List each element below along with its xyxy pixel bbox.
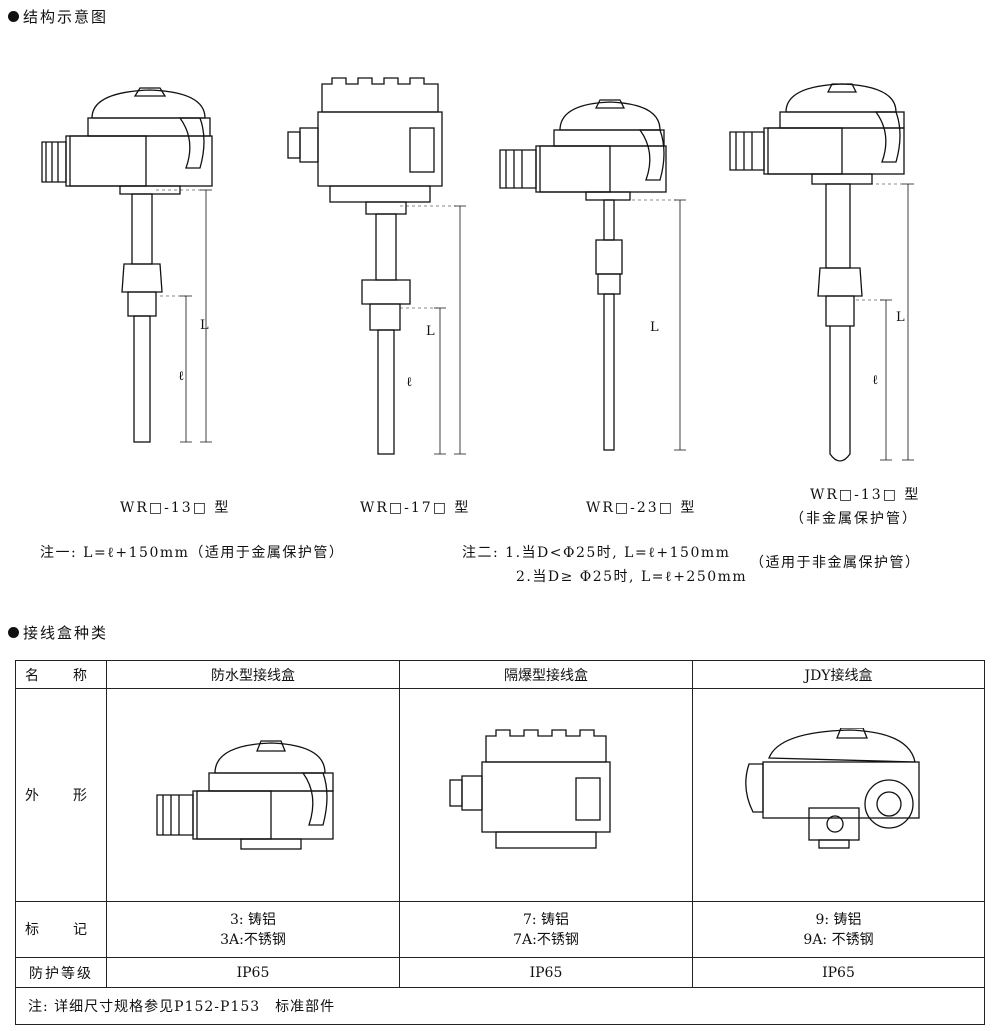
note-two-suffix: （适用于非金属保护管） (750, 555, 921, 571)
section-title-junction-box: 接线盒种类 (8, 622, 108, 643)
note-two-line1: 注二: 1.当D<Φ25时, L=ℓ+150mm (462, 545, 731, 561)
dim-label-L-1: L (200, 318, 211, 333)
table-footer-note: 注: 详细尺寸规格参见P152-P153 标准部件 (15, 987, 985, 1025)
junction-box-table: 名 称 防水型接线盒 隔爆型接线盒 JDY接线盒 外 形 (15, 660, 985, 1025)
sensor-wr17 (287, 77, 466, 455)
bullet-icon (8, 627, 19, 638)
table-header-row: 名 称 防水型接线盒 隔爆型接线盒 JDY接线盒 (15, 660, 985, 689)
bullet-icon (8, 11, 19, 22)
note-two-line2: 2.当D≥ Φ25时, L=ℓ+250mm (516, 569, 748, 585)
image-explosion-proof-box (399, 688, 693, 902)
structure-diagram (41, 77, 914, 462)
ip-explosion-proof: IP65 (399, 957, 693, 988)
section-title-structure: 结构示意图 (8, 6, 108, 27)
caption-wr17: WR□-17□ 型 (360, 500, 471, 516)
table-footer-row: 注: 详细尺寸规格参见P152-P153 标准部件 (15, 987, 985, 1025)
header-explosion-proof: 隔爆型接线盒 (399, 660, 693, 689)
header-jdy: JDY接线盒 (692, 660, 985, 689)
caption-nonmetal-sub: （非金属保护管） (790, 511, 918, 527)
dim-label-L-3: L (650, 320, 661, 335)
caption-wr13: WR□-13□ 型 (120, 500, 231, 516)
row-label-shape: 外 形 (15, 688, 107, 902)
row-label-mark: 标 记 (15, 901, 107, 958)
note-one: 注一: L=ℓ+150mm（适用于金属保护管） (40, 545, 345, 561)
caption-wr13-nonmetal: WR□-13□ 型 (810, 487, 921, 503)
dim-label-l-1: ℓ (178, 369, 187, 384)
image-waterproof-box (106, 688, 400, 902)
header-name: 名 称 (15, 660, 107, 689)
dim-label-l-4: ℓ (872, 373, 881, 388)
ip-jdy: IP65 (692, 957, 985, 988)
dim-label-L-4: L (896, 310, 907, 325)
table-row-protection: 防护等级 IP65 IP65 IP65 (15, 957, 985, 988)
dim-label-L-2: L (426, 324, 437, 339)
ip-waterproof: IP65 (106, 957, 400, 988)
image-jdy-box (692, 688, 985, 902)
table-row-shape: 外 形 (15, 688, 985, 902)
caption-wr23: WR□-23□ 型 (586, 500, 697, 516)
header-waterproof: 防水型接线盒 (106, 660, 400, 689)
row-label-protection: 防护等级 (15, 957, 107, 988)
sensor-wr23 (499, 99, 686, 451)
sensor-wr13-nonmetal (729, 83, 914, 462)
sensor-wr13 (41, 87, 213, 443)
dim-label-l-2: ℓ (406, 375, 415, 390)
